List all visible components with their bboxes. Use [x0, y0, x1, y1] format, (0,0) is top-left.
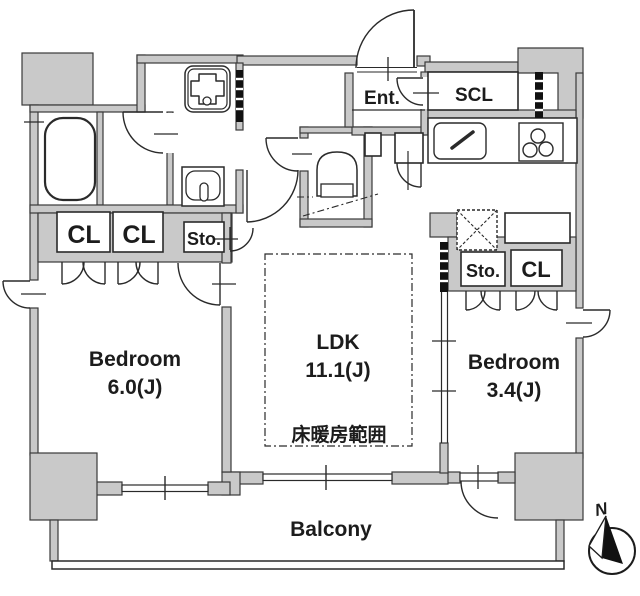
bedroom-right-size: 3.4(J): [487, 379, 542, 402]
hallway-ldk-door: [246, 169, 299, 223]
ldk-size: 11.1(J): [305, 359, 370, 382]
ldk-balcony-window: [262, 465, 393, 490]
floor-heating-label: 床暖房範囲: [291, 423, 386, 446]
toilet-door: [265, 137, 312, 172]
kitchen-cabinet: [504, 212, 571, 244]
faucet-icon: [199, 182, 209, 202]
balcony-railing: [51, 560, 565, 570]
closet-left-b-box: [112, 211, 164, 253]
sliding-partition: [432, 292, 456, 443]
toilet: [316, 151, 358, 198]
north-needle: [602, 516, 623, 564]
north-label: N: [593, 499, 610, 520]
entrance-label: Ent.: [364, 88, 400, 109]
shoe-closet-label: SCL: [455, 85, 493, 106]
kitchen-counter: [427, 117, 578, 164]
burner-icon: [538, 141, 554, 157]
hall-kitchen-doorframe: [394, 132, 424, 164]
bedroom-left-label: Bedroom: [89, 348, 181, 371]
storage-right-doors: [465, 290, 501, 311]
bedroom-right-balcony-door: [459, 465, 499, 519]
floor-heating-area: [264, 253, 413, 447]
refrigerator-space: [456, 209, 498, 251]
washbasin: [181, 166, 225, 207]
storage-left-box: [183, 221, 225, 253]
pipe-space-bars: [236, 70, 543, 292]
toilet-ceiling-lines: [297, 193, 379, 217]
bedroom-left-door: [177, 262, 236, 306]
shoe-closet-box: [427, 71, 519, 111]
pillar-bottom-left: [29, 452, 98, 521]
window-right: [566, 309, 611, 338]
balcony-label: Balcony: [290, 518, 372, 541]
walls: [21, 47, 584, 562]
compass: N: [588, 499, 636, 575]
hall-kitchen-door: [396, 151, 422, 190]
burner-icon: [522, 142, 538, 158]
window-left: [2, 280, 46, 309]
washing-machine-pan: [184, 65, 231, 113]
closet-left-a-box: [56, 211, 111, 253]
burner-icon: [530, 128, 546, 144]
pillar-top-left: [21, 52, 94, 106]
closet-right-doors: [515, 290, 558, 311]
storage-left-label: Sto.: [187, 229, 221, 249]
doors-windows: [2, 9, 611, 519]
entrance-door: [355, 9, 417, 81]
washroom-door: [122, 111, 178, 154]
pillar-bottom-right: [514, 452, 584, 521]
ldk-label: LDK: [316, 331, 359, 354]
bedroom-left-size: 6.0(J): [108, 376, 163, 399]
closet-right-box: [510, 249, 563, 287]
bathtub: [43, 116, 97, 202]
storage-left-door: [214, 227, 254, 252]
toilet-niche: [364, 132, 382, 157]
closet-left-a-doors: [61, 261, 106, 285]
faucet-icon: [450, 130, 475, 150]
closet-left-b-label: CL: [122, 221, 155, 249]
closet-left-a-label: CL: [67, 221, 100, 249]
storage-right-box: [460, 251, 506, 287]
bedroom-right-label: Bedroom: [468, 351, 560, 374]
bedroom-left-balcony-window: [121, 476, 209, 500]
toilet-tank: [320, 183, 354, 198]
closet-boxes: [56, 71, 571, 287]
shoe-closet-door: [396, 77, 439, 106]
drain-icon: [202, 96, 212, 106]
closet-left-b-doors: [117, 261, 159, 285]
closet-right-label: CL: [521, 257, 550, 282]
storage-right-label: Sto.: [466, 261, 500, 281]
